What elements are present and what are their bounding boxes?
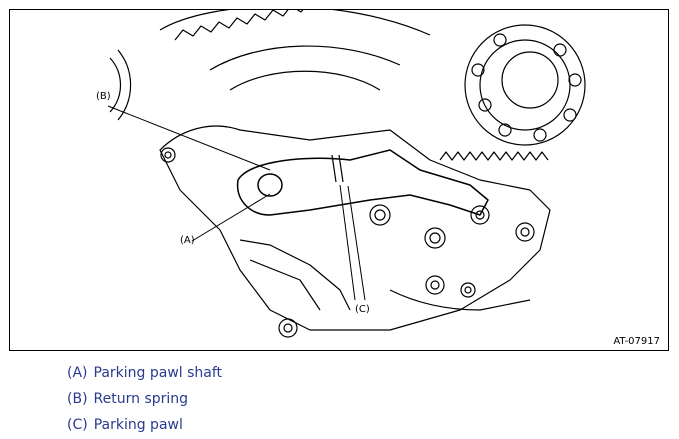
leader-c-2 — [347, 185, 366, 301]
left-disk-inner — [109, 57, 122, 113]
return-spring — [331, 154, 344, 183]
callout-a: (A) — [180, 235, 195, 246]
legend-list: (A) Parking pawl shaft (B) Return spring (… — [67, 360, 222, 438]
legend-item: (A) Parking pawl shaft — [67, 360, 222, 386]
legend-item: (C) Parking pawl — [67, 412, 222, 438]
pawl-shaft-bolt — [257, 173, 283, 197]
legend-key: (A) — [67, 365, 88, 381]
upper-gear-teeth — [174, 10, 304, 41]
parking-pawl — [236, 149, 489, 216]
lower-rod — [389, 289, 531, 311]
legend-key: (B) — [67, 391, 88, 407]
figure-id: AT-07917 — [613, 336, 660, 347]
bearing-balls — [471, 33, 582, 142]
upper-gear-inner — [209, 45, 401, 71]
bearing-outer — [464, 24, 586, 146]
leader-a — [191, 193, 271, 242]
callout-c: (C) — [355, 304, 370, 315]
left-disk-outline — [117, 49, 132, 121]
lower-linkage — [239, 239, 351, 311]
leader-c-1 — [339, 184, 356, 301]
leader-b — [107, 105, 271, 171]
upper-gear-hub — [229, 70, 381, 91]
housing-bolts — [160, 147, 535, 338]
housing-outline — [159, 125, 551, 331]
bearing-inner — [501, 51, 559, 109]
legend-text: Parking pawl — [93, 417, 183, 433]
upper-gear-outer — [159, 10, 431, 36]
legend-text: Parking pawl shaft — [93, 365, 223, 381]
bearing-mid — [479, 39, 571, 131]
legend-text: Return spring — [93, 391, 189, 407]
right-gear-teeth — [439, 151, 549, 161]
transmission-illustration — [107, 10, 586, 338]
legend-key: (C) — [67, 417, 88, 433]
figure-frame: (B) (A) (C) AT-07917 — [9, 9, 669, 351]
legend-item: (B) Return spring — [67, 386, 222, 412]
callout-b: (B) — [96, 91, 111, 102]
